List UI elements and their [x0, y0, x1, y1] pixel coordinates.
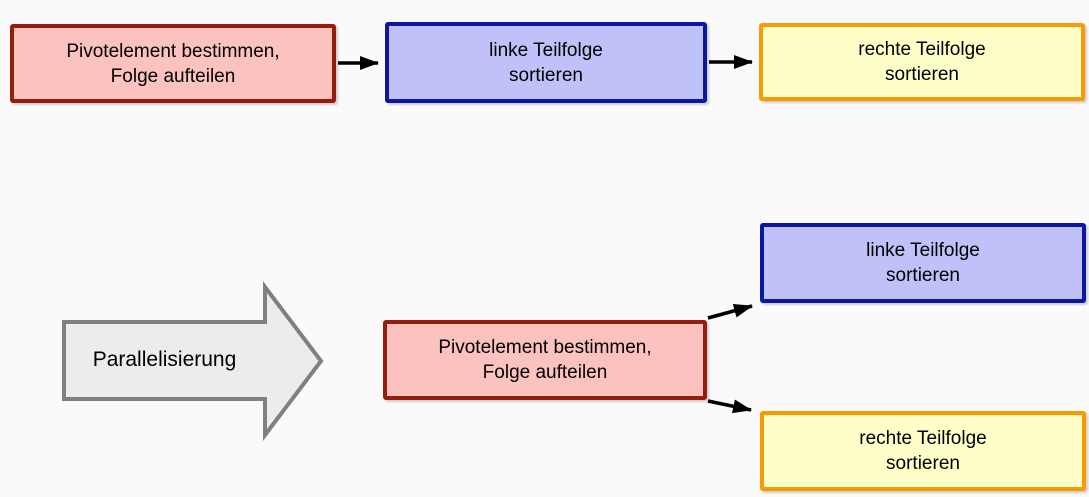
- par-pivot-label-line2: Folge aufteilen: [482, 362, 608, 383]
- par-right-label-line2: sortieren: [886, 453, 960, 474]
- seq-left-subsequence-box: linke Teilfolge sortieren: [385, 22, 707, 103]
- seq-left-label-line1: linke Teilfolge: [489, 39, 603, 61]
- par-left-subsequence-box: linke Teilfolge sortieren: [760, 223, 1086, 303]
- arrow-par-pivot-to-left: [707, 303, 753, 320]
- par-right-label-line1: rechte Teilfolge: [859, 428, 987, 449]
- seq-right-label-line1: rechte Teilfolge: [858, 39, 986, 60]
- par-pivot-label-line1: Pivotelement bestimmen,: [438, 337, 652, 358]
- parallelization-arrow-label: Parallelisierung: [92, 348, 237, 371]
- par-right-subsequence-box: rechte Teilfolge sortieren: [760, 411, 1086, 491]
- seq-pivot-label-line2: Folge aufteilen: [110, 65, 236, 87]
- seq-left-label-line2: sortieren: [509, 64, 583, 86]
- seq-pivot-box: Pivotelement bestimmen, Folge aufteilen: [10, 24, 336, 103]
- par-left-label-line1: linke Teilfolge: [866, 240, 980, 261]
- arrow-par-pivot-to-right: [707, 399, 752, 414]
- seq-right-subsequence-box: rechte Teilfolge sortieren: [759, 23, 1085, 101]
- seq-pivot-label-line1: Pivotelement bestimmen,: [66, 40, 280, 62]
- par-pivot-box: Pivotelement bestimmen, Folge aufteilen: [383, 320, 707, 400]
- seq-right-label-line2: sortieren: [885, 64, 959, 85]
- par-left-label-line2: sortieren: [886, 265, 960, 286]
